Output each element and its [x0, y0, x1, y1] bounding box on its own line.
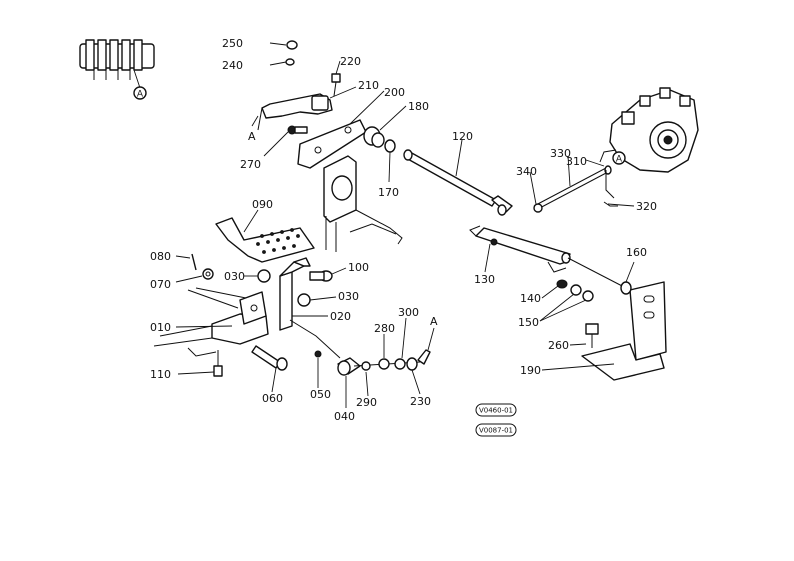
reference-code-2: V0087-01 — [479, 427, 513, 435]
label-150: 150 — [518, 316, 539, 329]
label-290: 290 — [356, 396, 377, 409]
label-120: 120 — [452, 130, 473, 143]
part-number-labels: 250 240 220 210 200 180 270 170 120 330 … — [150, 37, 657, 423]
bracket-190 — [490, 238, 667, 381]
label-140: 140 — [520, 292, 541, 305]
label-160: 160 — [626, 246, 647, 259]
label-230: 230 — [410, 395, 431, 408]
label-170: 170 — [378, 186, 399, 199]
callout-a-linkage: A — [430, 315, 438, 328]
label-220: 220 — [340, 55, 361, 68]
label-090: 090 — [252, 198, 273, 211]
label-130: 130 — [474, 273, 495, 286]
label-320: 320 — [636, 200, 657, 213]
label-060: 060 — [262, 392, 283, 405]
label-070: 070 — [150, 278, 171, 291]
reference-code-1: V0460-01 — [479, 407, 513, 415]
label-190: 190 — [520, 364, 541, 377]
main-rod-120 — [403, 149, 627, 289]
pedal-090 — [215, 217, 333, 331]
label-310: 310 — [566, 155, 587, 168]
label-210: 210 — [358, 79, 379, 92]
label-270: 270 — [240, 158, 261, 171]
label-330: 330 — [550, 147, 571, 160]
label-300: 300 — [398, 306, 419, 319]
lower-linkage — [289, 319, 431, 376]
label-280: 280 — [374, 322, 395, 335]
bracket-010 — [153, 287, 288, 377]
reference-codes: V0460-01 V0087-01 — [475, 403, 517, 437]
label-040: 040 — [334, 410, 355, 423]
label-080: 080 — [150, 250, 171, 263]
label-110: 110 — [150, 368, 171, 381]
label-100: 100 — [348, 261, 369, 274]
upper-linkage — [257, 40, 403, 252]
label-030-lower: 030 — [338, 290, 359, 303]
rod-330 — [533, 165, 612, 213]
label-030-upper: 030 — [224, 270, 245, 283]
control-valve-inset: A — [79, 39, 155, 100]
callout-a-arm: A — [248, 130, 256, 143]
label-250: 250 — [222, 37, 243, 50]
leader-lines — [175, 42, 635, 408]
callout-a-inset: A — [137, 90, 144, 100]
label-020: 020 — [330, 310, 351, 323]
label-050: 050 — [310, 388, 331, 401]
hydraulic-pump: A — [599, 87, 699, 207]
label-240: 240 — [222, 59, 243, 72]
label-010: 010 — [150, 321, 171, 334]
label-200: 200 — [384, 86, 405, 99]
label-180: 180 — [408, 100, 429, 113]
label-340: 340 — [516, 165, 537, 178]
label-260: 260 — [548, 339, 569, 352]
pin-080-washer-070 — [191, 253, 214, 280]
callout-a-pump: A — [616, 155, 623, 165]
